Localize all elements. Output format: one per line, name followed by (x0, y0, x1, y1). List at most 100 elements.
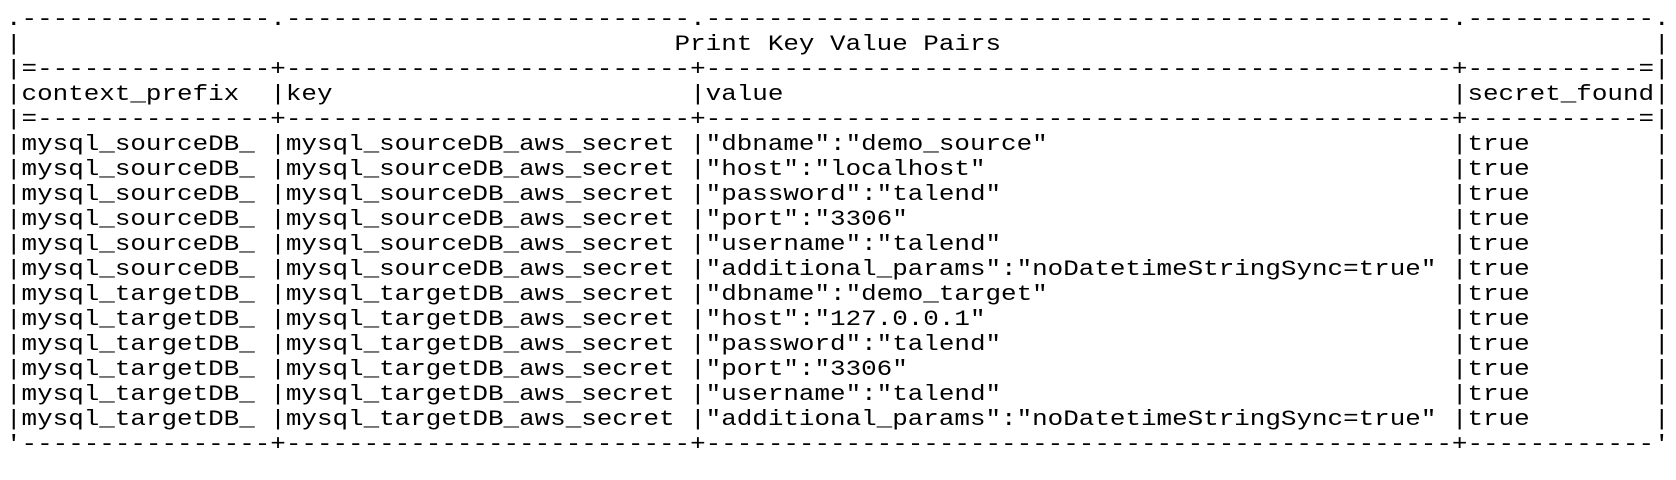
border-bar: | (1451, 307, 1468, 332)
cell-key: mysql_targetDB_aws_secret (285, 382, 691, 407)
cell-secret-found: true (1467, 182, 1655, 207)
border-bar: | (1654, 232, 1670, 257)
column-header-key: key (285, 82, 691, 107)
border-bar: | (6, 207, 22, 232)
table-row: |mysql_targetDB_ |mysql_targetDB_aws_sec… (6, 406, 1670, 433)
border-bar: | (6, 382, 22, 407)
border-bar: | (1654, 357, 1670, 382)
border-bar: | (6, 357, 22, 382)
cell-secret-found: true (1467, 332, 1655, 357)
border-bar: | (270, 357, 286, 382)
border-bar: | (270, 132, 286, 157)
table-title: Print Key Value Pairs (674, 32, 1002, 57)
border-bar: | (270, 157, 286, 182)
border-bar: | (1654, 157, 1670, 182)
border-bar: | (690, 357, 706, 382)
border-bar: | (270, 207, 286, 232)
table-row: |mysql_targetDB_ |mysql_targetDB_aws_sec… (6, 306, 1670, 333)
cell-value: "password":"talend" (705, 332, 1452, 357)
border-bar: | (1654, 407, 1670, 432)
border-bar: | (1451, 207, 1468, 232)
cell-context-prefix: mysql_sourceDB_ (21, 207, 271, 232)
border-bar: | (690, 157, 706, 182)
border-bar: | (270, 332, 286, 357)
border-top: .----------------.----------------------… (6, 7, 1670, 32)
cell-secret-found: true (1467, 382, 1655, 407)
cell-context-prefix: mysql_targetDB_ (21, 282, 271, 307)
cell-secret-found: true (1467, 232, 1655, 257)
cell-key: mysql_targetDB_aws_secret (285, 407, 691, 432)
table-row: |mysql_sourceDB_ |mysql_sourceDB_aws_sec… (6, 156, 1670, 183)
table-row: |mysql_sourceDB_ |mysql_sourceDB_aws_sec… (6, 181, 1670, 208)
border-separator: |=---------------+----------------------… (6, 57, 1670, 82)
border-bar: | (1451, 407, 1468, 432)
table-title-row: | Print Key Value Pairs | (6, 31, 1670, 58)
cell-secret-found: true (1467, 257, 1655, 282)
border-bar: | (6, 132, 22, 157)
cell-value: "host":"localhost" (705, 157, 1452, 182)
border-bar: | (6, 407, 22, 432)
border-bar: | (690, 232, 706, 257)
border-bar: | (270, 257, 286, 282)
border-bar: | (1654, 332, 1670, 357)
table-row: |mysql_targetDB_ |mysql_targetDB_aws_sec… (6, 356, 1670, 383)
table-row: |mysql_sourceDB_ |mysql_sourceDB_aws_sec… (6, 206, 1670, 233)
table-row: |mysql_targetDB_ |mysql_targetDB_aws_sec… (6, 381, 1670, 408)
border-bar: | (1001, 32, 1670, 57)
border-bottom: '----------------+----------------------… (6, 432, 1670, 457)
border-bar: | (1451, 382, 1468, 407)
border-bar: | (690, 257, 706, 282)
cell-value: "additional_params":"noDatetimeStringSyn… (705, 257, 1452, 282)
border-bar: | (270, 382, 286, 407)
cell-context-prefix: mysql_sourceDB_ (21, 232, 271, 257)
border-bar: | (690, 382, 706, 407)
border-bar: | (690, 332, 706, 357)
border-bar: | (270, 82, 286, 107)
cell-value: "port":"3306" (705, 207, 1452, 232)
border-bar: | (690, 182, 706, 207)
border-bar: | (1654, 132, 1670, 157)
cell-key: mysql_targetDB_aws_secret (285, 357, 691, 382)
border-bar: | (1451, 182, 1468, 207)
border-bar: | (690, 407, 706, 432)
border-bar: | (6, 157, 22, 182)
cell-context-prefix: mysql_sourceDB_ (21, 132, 271, 157)
cell-secret-found: true (1467, 207, 1655, 232)
table-row: |mysql_targetDB_ |mysql_targetDB_aws_sec… (6, 281, 1670, 308)
border-bar: | (1451, 157, 1468, 182)
cell-context-prefix: mysql_targetDB_ (21, 357, 271, 382)
border-bar: | (690, 207, 706, 232)
cell-context-prefix: mysql_sourceDB_ (21, 157, 271, 182)
cell-secret-found: true (1467, 357, 1655, 382)
cell-context-prefix: mysql_sourceDB_ (21, 182, 271, 207)
border-bar: | (1654, 207, 1670, 232)
border-bar: | (6, 32, 675, 57)
table-border-bottom: '----------------+----------------------… (6, 431, 1670, 458)
cell-key: mysql_sourceDB_aws_secret (285, 232, 691, 257)
cell-context-prefix: mysql_targetDB_ (21, 407, 271, 432)
border-bar: | (270, 182, 286, 207)
border-bar: | (6, 257, 22, 282)
cell-context-prefix: mysql_sourceDB_ (21, 257, 271, 282)
cell-secret-found: true (1467, 132, 1655, 157)
cell-key: mysql_sourceDB_aws_secret (285, 257, 691, 282)
cell-secret-found: true (1467, 282, 1655, 307)
border-bar: | (1451, 132, 1468, 157)
cell-value: "additional_params":"noDatetimeStringSyn… (705, 407, 1452, 432)
cell-key: mysql_targetDB_aws_secret (285, 307, 691, 332)
border-bar: | (1654, 182, 1670, 207)
border-bar: | (690, 282, 706, 307)
table-border-top: .----------------.----------------------… (6, 6, 1670, 33)
border-bar: | (690, 82, 706, 107)
cell-key: mysql_sourceDB_aws_secret (285, 182, 691, 207)
cell-value: "username":"talend" (705, 382, 1452, 407)
cell-key: mysql_sourceDB_aws_secret (285, 157, 691, 182)
border-bar: | (1654, 257, 1670, 282)
border-bar: | (1654, 382, 1670, 407)
border-bar: | (270, 407, 286, 432)
cell-context-prefix: mysql_targetDB_ (21, 382, 271, 407)
table-separator-title: |=---------------+----------------------… (6, 56, 1670, 83)
border-bar: | (1451, 82, 1468, 107)
cell-key: mysql_sourceDB_aws_secret (285, 207, 691, 232)
column-header-secret-found: secret_found (1467, 82, 1655, 107)
